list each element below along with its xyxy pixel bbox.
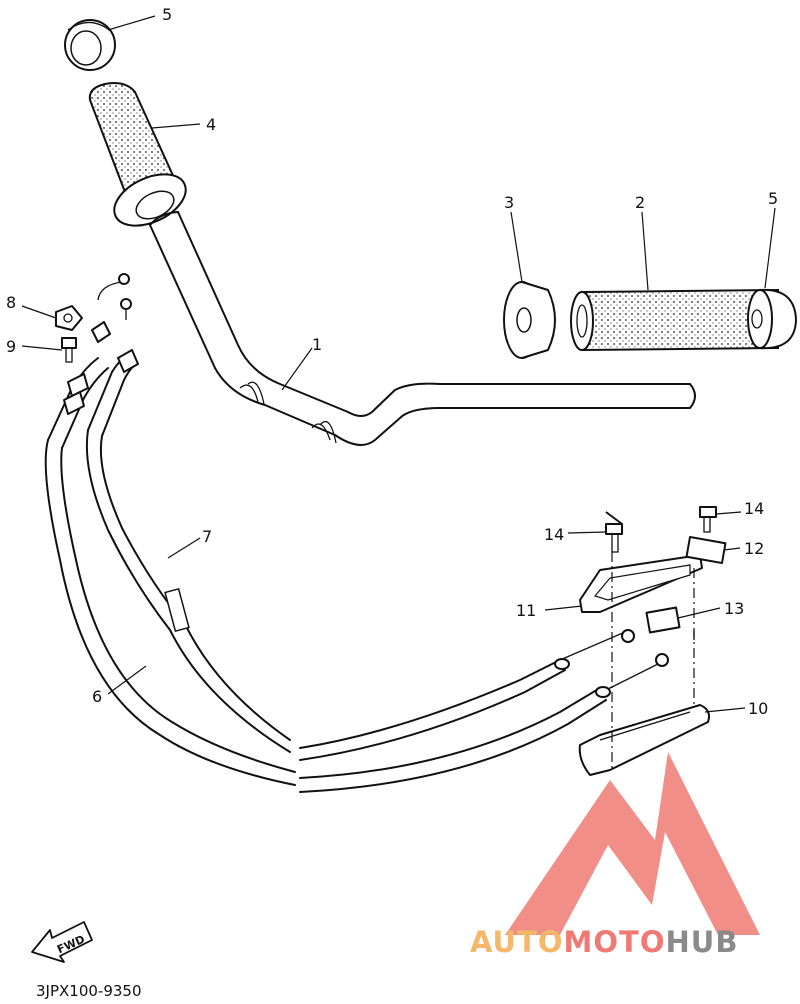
- callout-7: 7: [202, 527, 212, 546]
- callout-9: 9: [6, 337, 16, 356]
- callout-2: 2: [635, 193, 645, 212]
- callout-5-top: 5: [162, 5, 172, 24]
- callout-3: 3: [504, 193, 514, 212]
- forward-direction-arrow-icon: FWD: [31, 921, 93, 963]
- part-end-cap-top: [64, 19, 116, 71]
- watermark-logo: AUTOMOTOHUB: [470, 752, 760, 959]
- callout-14-left: 14: [544, 525, 564, 544]
- callout-1: 1: [312, 335, 322, 354]
- part-right-grip: [570, 288, 779, 352]
- watermark-auto-text: AUTO: [470, 925, 564, 959]
- part-clip: [55, 305, 83, 331]
- callout-11: 11: [516, 601, 536, 620]
- callout-10: 10: [748, 699, 768, 718]
- callout-8: 8: [6, 293, 16, 312]
- callout-6: 6: [92, 687, 102, 706]
- callout-12: 12: [744, 539, 764, 558]
- part-screw-left: [61, 337, 77, 363]
- callout-leaders: [21, 15, 776, 713]
- callout-4: 4: [206, 115, 216, 134]
- watermark-hub-text: HUB: [666, 925, 739, 959]
- part-right-collar: [503, 281, 556, 359]
- watermark-moto-text: MOTO: [564, 925, 666, 959]
- part-end-cap-right: [747, 288, 797, 350]
- callout-5-right: 5: [768, 189, 778, 208]
- callout-labels: 5 4 3 2 5 8 9 1 7 6 14 14 12 11 13 10: [6, 5, 778, 718]
- part-throttle-cables: [44, 273, 669, 793]
- callout-14-right: 14: [744, 499, 764, 518]
- svg-text:AUTOMOTOHUB: AUTOMOTOHUB: [470, 925, 738, 959]
- callout-13: 13: [724, 599, 744, 618]
- diagram-code: 3JPX100-9350: [36, 982, 142, 1000]
- part-handlebar: [149, 211, 696, 446]
- watermark-triangle-icon: [505, 752, 760, 935]
- part-throttle-housing: [578, 506, 727, 776]
